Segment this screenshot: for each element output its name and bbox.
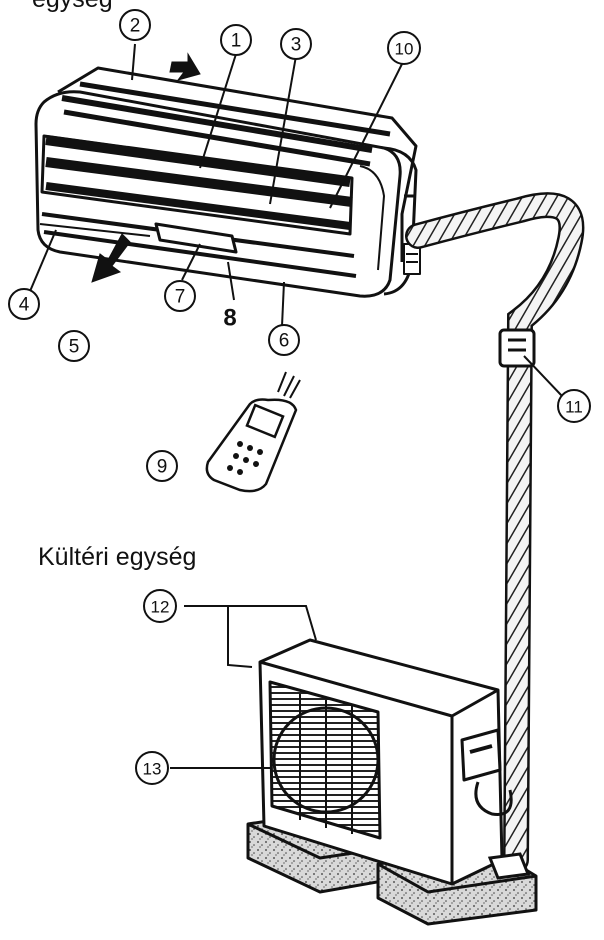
- air-outlet-arrow: [91, 233, 131, 283]
- callout-1-label: 1: [231, 31, 242, 52]
- callout-13-label: 13: [143, 760, 162, 779]
- leader-lines: [27, 43, 563, 769]
- callout-2-circle: [119, 9, 151, 41]
- callout-9-circle: [146, 450, 178, 482]
- air-intake-arrow: [169, 52, 201, 81]
- remote-control: [205, 371, 301, 493]
- callout-1-circle: [220, 24, 252, 56]
- callout-3-circle: [280, 28, 312, 60]
- callout-12-circle: [143, 589, 177, 623]
- callout-12-label: 12: [151, 598, 170, 617]
- callout-10-label: 10: [395, 40, 414, 59]
- callout-10-circle: [387, 31, 421, 65]
- callout-7-circle: [164, 280, 196, 312]
- callout-3-label: 3: [291, 35, 302, 56]
- callout-11-circle: [557, 389, 591, 423]
- callout-5-circle: [58, 330, 90, 362]
- callout-6-circle: [268, 324, 300, 356]
- callout-circles: [8, 9, 591, 785]
- callout-5-label: 5: [69, 337, 80, 358]
- callout-9-label: 9: [157, 457, 168, 478]
- callout-7-label: 7: [175, 287, 186, 308]
- outdoor-unit-title: Kültéri egység: [38, 543, 197, 571]
- callout-4-circle: [8, 288, 40, 320]
- callout-8-label: 8: [223, 305, 236, 332]
- callout-11-label: 11: [565, 398, 583, 417]
- callout-13-circle: [135, 751, 169, 785]
- indoor-unit: [34, 66, 421, 298]
- indoor-unit-title: egység: [32, 0, 113, 12]
- callout-4-label: 4: [19, 295, 30, 316]
- outdoor-unit: [246, 638, 538, 926]
- service-valves: [487, 852, 531, 880]
- callout-6-label: 6: [279, 331, 290, 352]
- callout-2-label: 2: [130, 16, 141, 37]
